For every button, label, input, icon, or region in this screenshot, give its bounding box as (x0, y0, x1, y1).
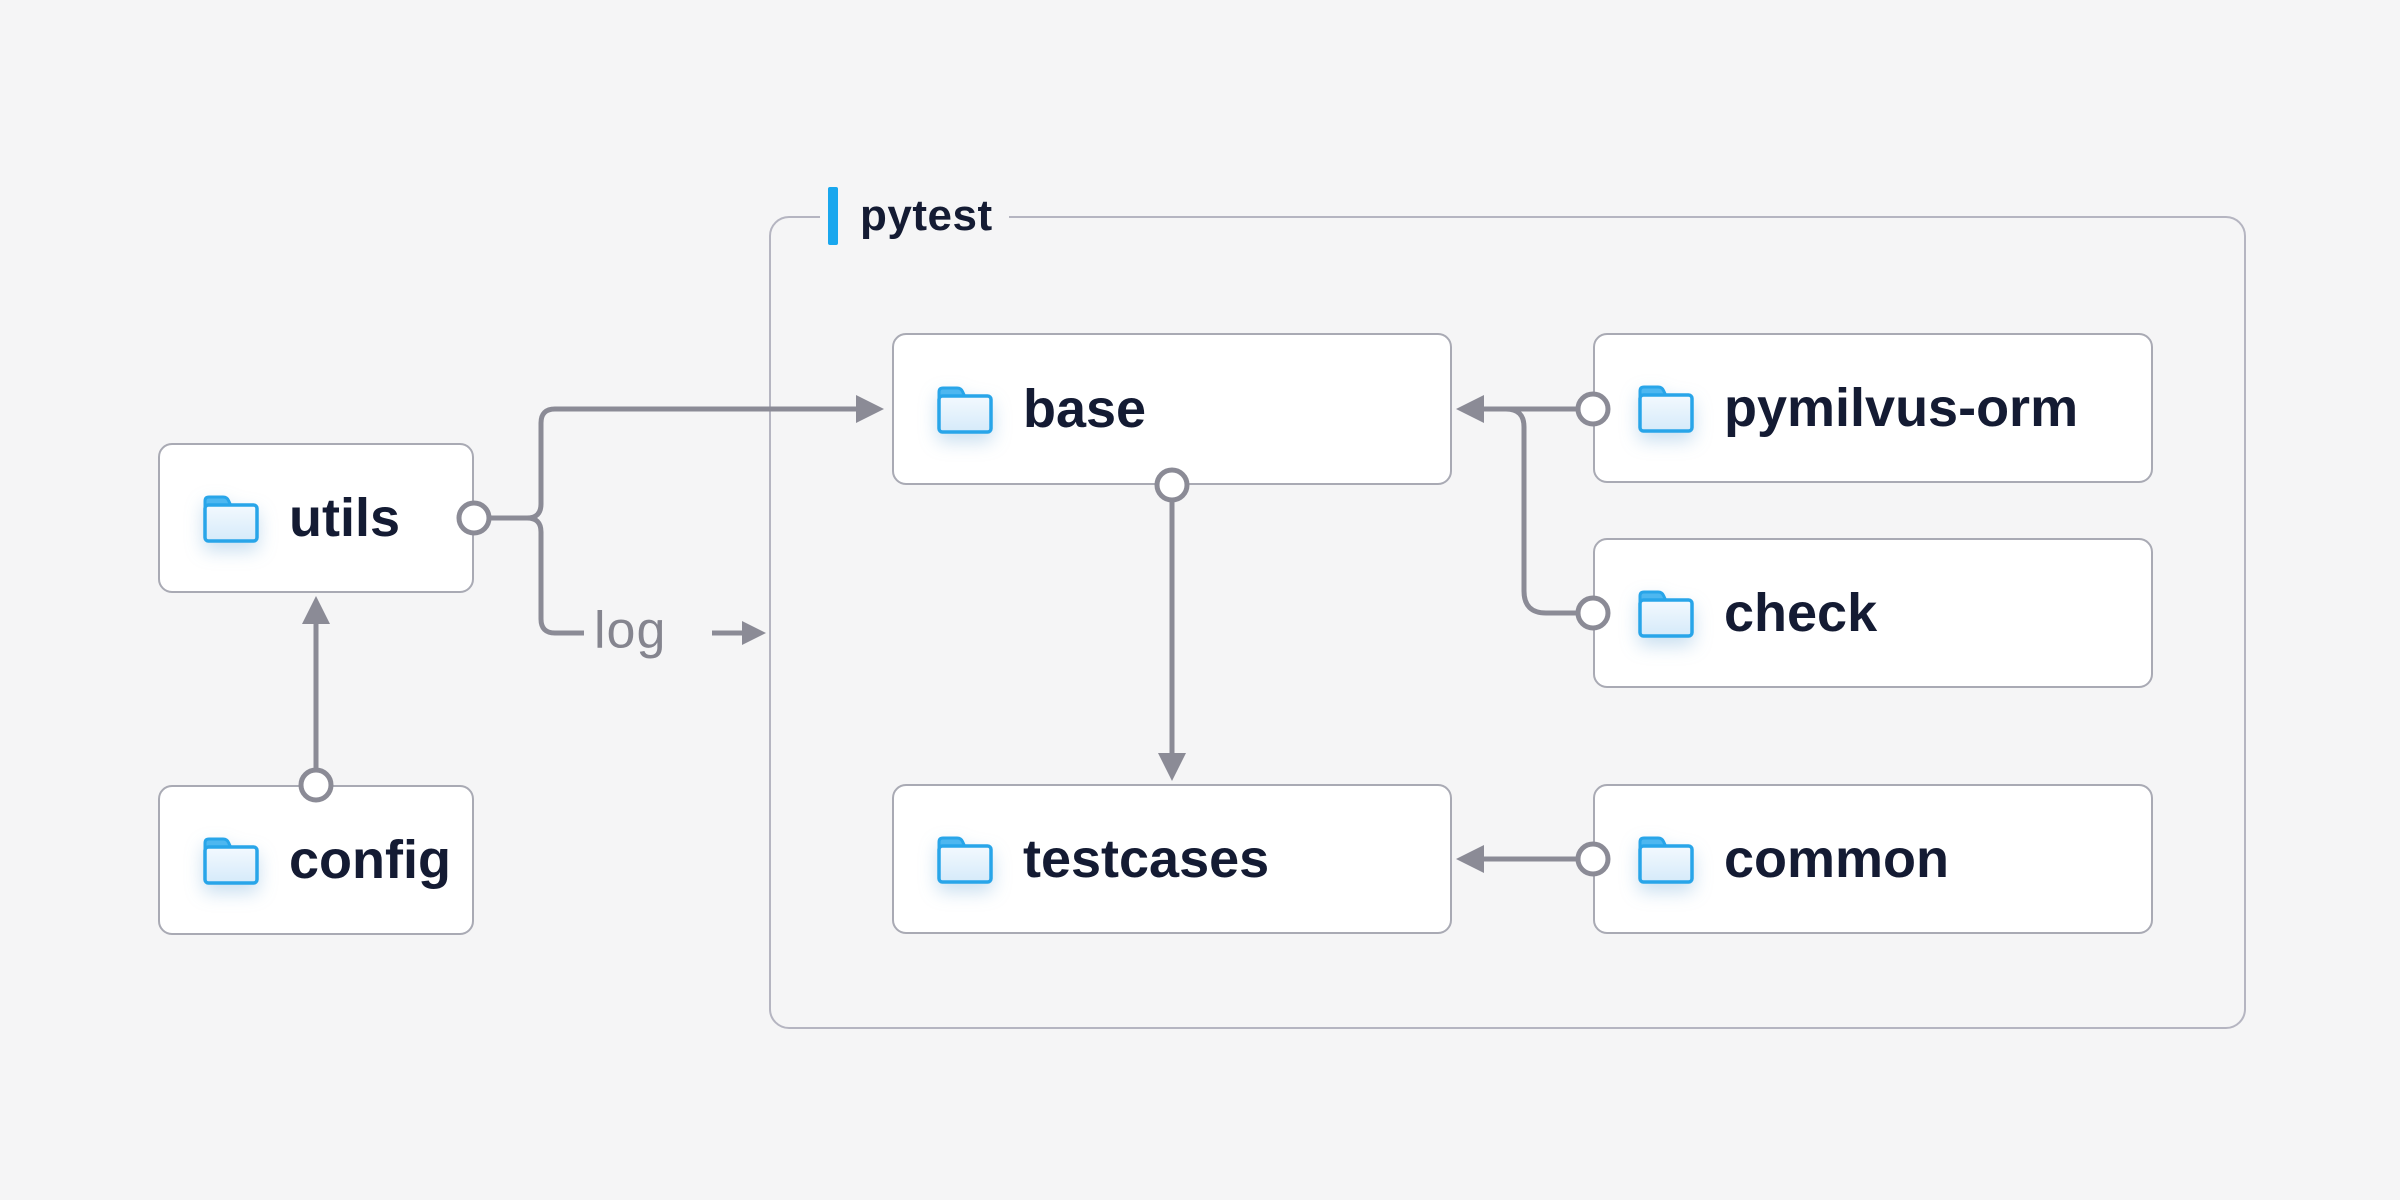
edge-config-to-utils (298, 596, 334, 803)
folder-icon (1638, 385, 1694, 433)
folder-icon (937, 386, 993, 434)
node-common: common (1593, 784, 2153, 934)
node-label: testcases (1023, 829, 1270, 889)
folder-icon (937, 836, 993, 884)
log-edge-label: log (594, 601, 667, 660)
node-pymilvus-orm: pymilvus-orm (1593, 333, 2153, 483)
node-check: check (1593, 538, 2153, 688)
node-label: base (1023, 379, 1147, 439)
node-label: common (1724, 829, 1950, 889)
node-label: check (1724, 583, 1878, 643)
node-testcases: testcases (892, 784, 1452, 934)
node-base: base (892, 333, 1452, 485)
folder-icon (203, 495, 259, 543)
pytest-group-label: pytest (820, 183, 1009, 249)
folder-icon (1638, 590, 1694, 638)
accent-bar (828, 187, 838, 245)
node-label: utils (289, 488, 401, 548)
folder-icon (1638, 836, 1694, 884)
node-config: config (158, 785, 474, 935)
node-utils: utils (158, 443, 474, 593)
pytest-group-box (769, 216, 2246, 1029)
group-title: pytest (860, 191, 993, 240)
node-label: pymilvus-orm (1724, 378, 2079, 438)
folder-icon (203, 837, 259, 885)
node-label: config (289, 830, 451, 890)
